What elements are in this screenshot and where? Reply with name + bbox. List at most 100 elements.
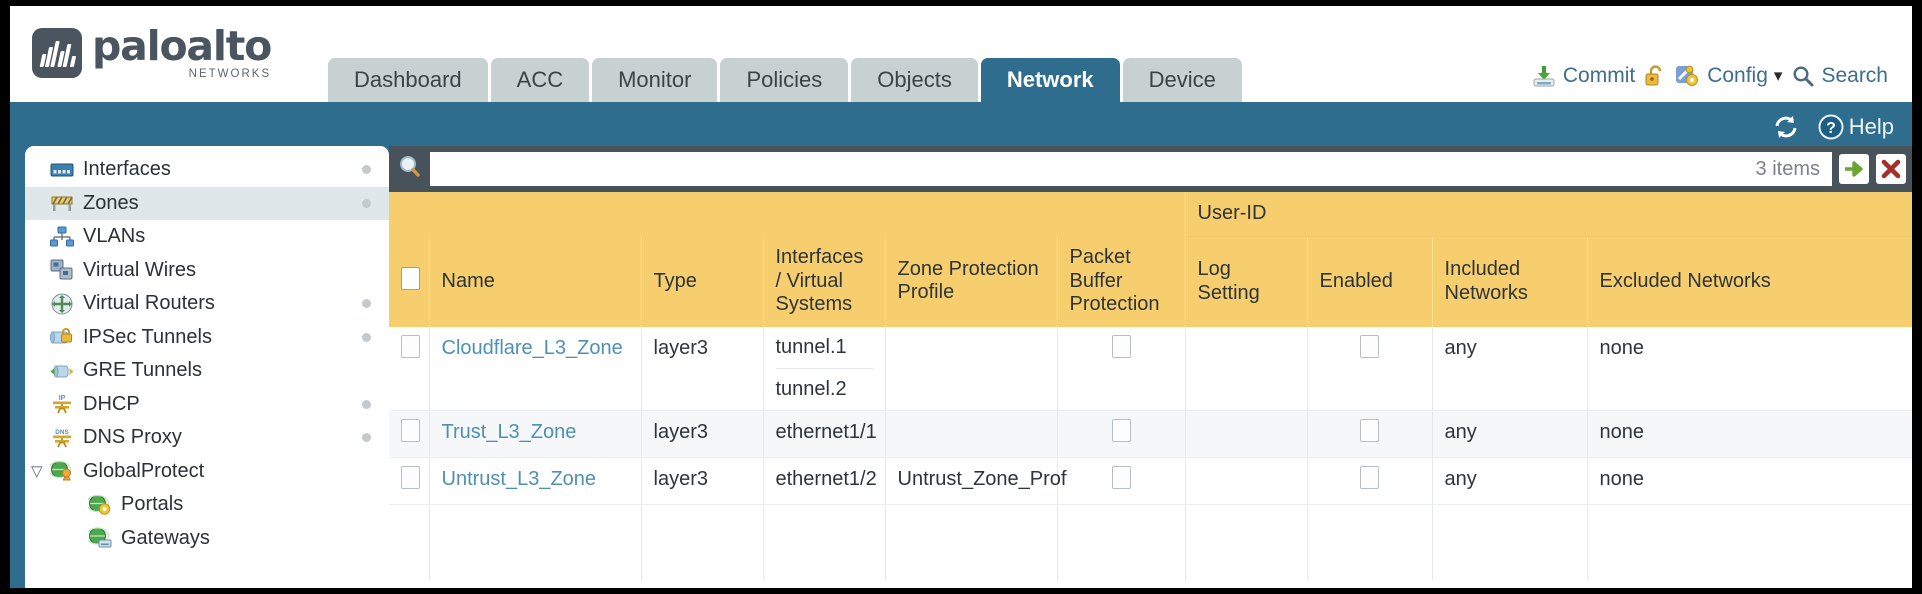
- tab-acc[interactable]: ACC: [490, 57, 590, 102]
- row-checkbox[interactable]: [401, 418, 420, 442]
- tab-policies[interactable]: Policies: [720, 57, 849, 102]
- sidebar-item-gre-tunnels[interactable]: GRE Tunnels: [25, 354, 389, 388]
- cell-log-setting: [1185, 326, 1308, 411]
- vlans-icon: [49, 226, 75, 248]
- dns-proxy-icon: DNS: [49, 427, 75, 449]
- filter-input-wrap[interactable]: 3 items: [430, 152, 1832, 186]
- help-label: Help: [1848, 114, 1894, 139]
- select-all-header: [389, 236, 430, 327]
- interface-item: tunnel.1: [775, 327, 873, 369]
- search-input[interactable]: [430, 152, 1756, 186]
- zone-link[interactable]: Trust_L3_Zone: [441, 420, 577, 443]
- status-dot: [362, 399, 371, 409]
- cell-userid-enabled: [1307, 326, 1433, 411]
- zone-link[interactable]: Untrust_L3_Zone: [441, 467, 597, 490]
- ipsec-tunnels-icon: [49, 326, 75, 348]
- sidebar-item-ipsec-tunnels[interactable]: IPSec Tunnels: [25, 321, 389, 355]
- sidebar-item-vlans[interactable]: VLANs: [25, 220, 389, 254]
- interfaces-icon: [49, 159, 75, 181]
- filler-cell: [1185, 504, 1308, 581]
- userid-enabled-checkbox[interactable]: [1360, 465, 1380, 489]
- cell-interfaces: ethernet1/1: [763, 410, 886, 458]
- svg-text:?: ?: [1826, 120, 1836, 137]
- cell-name: Untrust_L3_Zone: [429, 457, 642, 505]
- cell-userid-enabled: [1307, 410, 1433, 458]
- col-header-enabled[interactable]: Enabled: [1307, 236, 1433, 327]
- col-header-type[interactable]: Type: [641, 236, 764, 327]
- brand-name: paloalto: [92, 21, 272, 70]
- help-button[interactable]: ? Help: [1818, 114, 1894, 140]
- cell-included-networks: any: [1432, 326, 1588, 411]
- col-header-interfaces[interactable]: Interfaces / Virtual Systems: [763, 236, 886, 327]
- row-checkbox[interactable]: [401, 465, 420, 489]
- sidebar-item-label: GlobalProtect: [83, 459, 205, 482]
- userid-enabled-checkbox[interactable]: [1360, 418, 1380, 442]
- col-header-included-networks[interactable]: Included Networks: [1432, 236, 1588, 327]
- col-header-name[interactable]: Name: [429, 236, 642, 327]
- brand-logo[interactable]: paloalto NETWORKS: [10, 21, 310, 103]
- clear-filter-button[interactable]: [1876, 154, 1906, 184]
- col-header-log-setting[interactable]: Log Setting: [1185, 236, 1308, 327]
- interface-item: tunnel.2: [775, 377, 847, 400]
- cell-excluded-networks: none: [1587, 457, 1912, 505]
- tab-network[interactable]: Network: [980, 57, 1120, 102]
- col-header-zone-protection-profile[interactable]: Zone Protection Profile: [885, 236, 1058, 327]
- cell-included-networks: any: [1432, 410, 1588, 458]
- cell-excluded-networks: none: [1587, 410, 1912, 458]
- apply-filter-button[interactable]: [1839, 154, 1869, 184]
- status-dot: [362, 299, 371, 309]
- config-dropdown[interactable]: Config ▾: [1675, 64, 1782, 88]
- cell-type: layer3: [641, 326, 764, 411]
- table-row[interactable]: Untrust_L3_Zone layer3 ethernet1/2 Untru…: [389, 457, 1912, 505]
- cell-packet-buffer-protection: [1057, 410, 1186, 458]
- refresh-icon[interactable]: [1772, 115, 1800, 139]
- row-checkbox[interactable]: [401, 334, 420, 358]
- tab-monitor[interactable]: Monitor: [592, 57, 718, 102]
- sidebar-item-portals[interactable]: Portals: [25, 488, 389, 522]
- packet-buffer-protection-checkbox[interactable]: [1111, 465, 1131, 489]
- sidebar-item-label: DHCP: [83, 392, 140, 415]
- lock-button[interactable]: [1644, 64, 1666, 88]
- sidebar-item-label: Gateways: [121, 526, 210, 549]
- select-all-checkbox[interactable]: [401, 266, 420, 290]
- sidebar-item-interfaces[interactable]: Interfaces: [25, 153, 389, 187]
- tab-dashboard[interactable]: Dashboard: [328, 57, 488, 102]
- userid-enabled-checkbox[interactable]: [1360, 334, 1380, 358]
- packet-buffer-protection-checkbox[interactable]: [1111, 418, 1131, 442]
- collapse-triangle-icon[interactable]: ▽: [31, 463, 43, 481]
- filler-cell: [1307, 504, 1433, 581]
- chevron-down-icon[interactable]: ▾: [1773, 66, 1783, 85]
- packet-buffer-protection-checkbox[interactable]: [1111, 334, 1131, 358]
- zone-link[interactable]: Cloudflare_L3_Zone: [441, 336, 623, 359]
- col-header-excluded-networks[interactable]: Excluded Networks: [1587, 236, 1912, 327]
- sidebar-item-globalprotect[interactable]: ▽ GlobalProtect: [25, 455, 389, 489]
- cell-zone-protection-profile: [885, 410, 1058, 458]
- config-key-icon: [1675, 64, 1701, 88]
- filler-cell: [763, 504, 886, 581]
- tab-objects[interactable]: Objects: [851, 57, 978, 102]
- sidebar-item-dhcp[interactable]: IP DHCP: [25, 388, 389, 422]
- table-row[interactable]: Trust_L3_Zone layer3 ethernet1/1: [389, 410, 1912, 458]
- filter-search-icon[interactable]: [397, 154, 423, 185]
- tab-device[interactable]: Device: [1122, 57, 1242, 102]
- sidebar-item-zones[interactable]: Zones: [25, 186, 389, 220]
- sidebar-item-virtual-wires[interactable]: Virtual Wires: [25, 254, 389, 288]
- items-count-label: 3 items: [1755, 157, 1820, 180]
- filter-bar: 3 items: [389, 146, 1912, 192]
- search-button[interactable]: Search: [1791, 64, 1888, 88]
- sidebar-item-gateways[interactable]: Gateways: [25, 522, 389, 556]
- close-icon: [1881, 159, 1901, 179]
- brand-text: paloalto NETWORKS: [92, 21, 272, 81]
- globalprotect-icon: [49, 460, 75, 482]
- sidebar-item-label: Zones: [83, 191, 139, 214]
- commit-button[interactable]: Commit: [1531, 64, 1635, 88]
- col-header-packet-buffer-protection[interactable]: Packet Buffer Protection: [1057, 236, 1186, 327]
- paloalto-logo-icon: [32, 27, 82, 78]
- table-row[interactable]: Cloudflare_L3_Zone layer3 tunnel.1 tunne…: [389, 326, 1912, 411]
- commit-icon: [1531, 64, 1557, 88]
- page-body: ? Help Interfaces: [10, 102, 1912, 588]
- sidebar-item-dns-proxy[interactable]: DNS DNS Proxy: [25, 421, 389, 455]
- sidebar-item-virtual-routers[interactable]: Virtual Routers: [25, 287, 389, 321]
- row-select-cell: [389, 457, 430, 505]
- arrow-right-icon: [1845, 161, 1863, 177]
